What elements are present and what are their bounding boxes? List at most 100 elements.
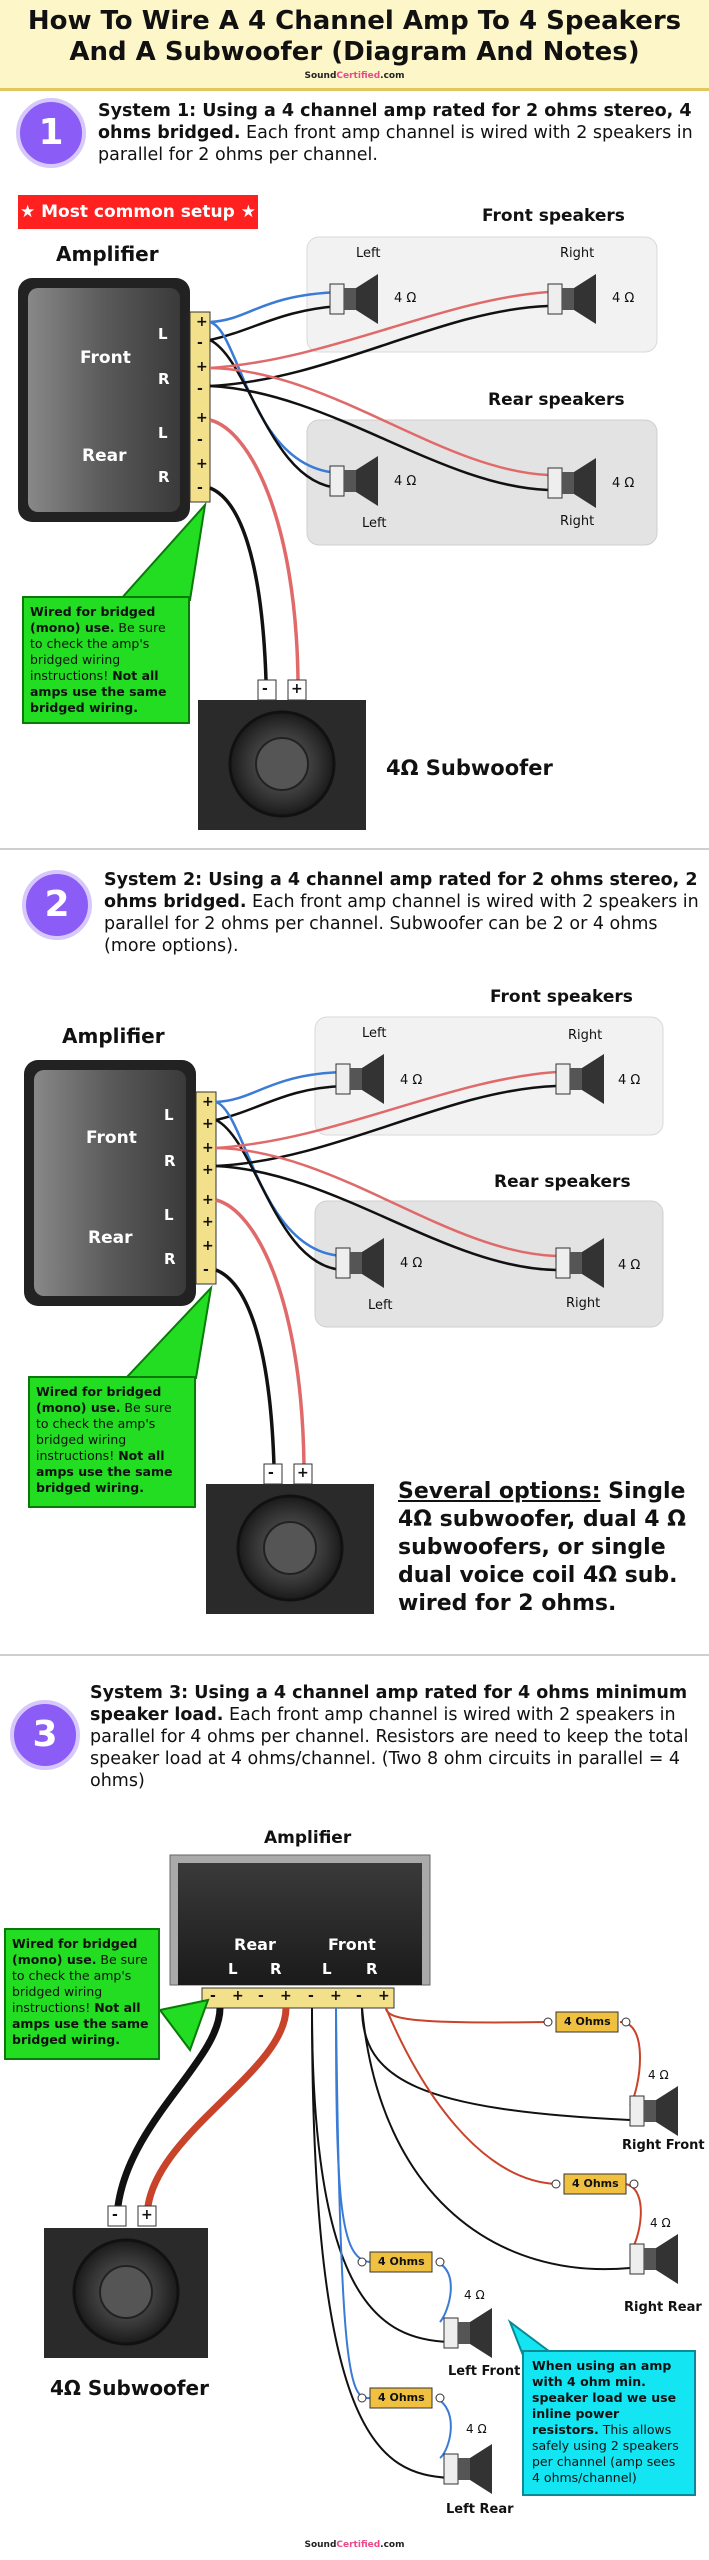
s3-resistor-lr-label: 4 Ohms xyxy=(378,2391,425,2404)
s1-term-3: + xyxy=(196,359,208,375)
s2-sub-minus: - xyxy=(268,1465,274,1481)
s2-term-6: + xyxy=(202,1214,214,1230)
s1-rear-left-label: Left xyxy=(362,516,387,531)
s1-front-left-label: Left xyxy=(356,246,381,261)
s1-sub-minus: - xyxy=(262,681,268,697)
s2-bridged-note: Wired for bridged (mono) use. Be sure to… xyxy=(28,1376,196,1508)
s3-resistor-rr-label: 4 Ohms xyxy=(572,2177,619,2190)
s3-term-5: - xyxy=(308,1988,314,2004)
s2-term-8: - xyxy=(203,1262,209,1278)
s3-term-7: - xyxy=(356,1988,362,2004)
s2-term-4: + xyxy=(202,1162,214,1178)
system-2-description: System 2: Using a 4 channel amp rated fo… xyxy=(104,870,699,956)
s3-ohm-lf: 4 Ω xyxy=(464,2288,485,2302)
s2-term-5: + xyxy=(202,1192,214,1208)
s3-term-1: - xyxy=(210,1988,216,2004)
s1-channel-l2: L xyxy=(158,424,168,442)
s2-term-3: + xyxy=(202,1140,214,1156)
s3-resistor-note: When using an amp with 4 ohm min. speake… xyxy=(522,2350,696,2496)
terminal-strip xyxy=(189,311,211,503)
s2-channel-l2: L xyxy=(164,1206,174,1224)
divider-1 xyxy=(0,848,709,850)
speaker-rear-right xyxy=(547,458,596,508)
s2-front-speakers-label: Front speakers xyxy=(490,987,633,1007)
s3-front-label: Front xyxy=(328,1935,376,1954)
s2-amplifier-label: Amplifier xyxy=(62,1024,165,1048)
s3-resistor-fr-label: 4 Ohms xyxy=(564,2015,611,2028)
resistor-left-front xyxy=(357,2251,445,2273)
s1-front-label: Front xyxy=(80,348,131,368)
s3-term-6: + xyxy=(330,1988,342,2004)
footer-brand: SoundCertified.com xyxy=(304,2540,405,2550)
s3-right-rear-label: Right Rear xyxy=(624,2300,702,2315)
s3-sub-plus: + xyxy=(141,2207,153,2223)
s1-term-5: + xyxy=(196,410,208,426)
s3-front-l: L xyxy=(322,1960,332,1978)
wire-left-front-plus xyxy=(209,290,341,324)
s2-ohm-fr: 4 Ω xyxy=(618,1073,641,1088)
s1-term-4: - xyxy=(197,381,203,397)
resistor-front-right xyxy=(543,2011,631,2033)
s2-ohm-rr: 4 Ω xyxy=(618,1258,641,1273)
s3-front-r: R xyxy=(366,1960,378,1978)
s3-rear-label: Rear xyxy=(234,1935,276,1954)
s1-rear-right-label: Right xyxy=(560,514,595,529)
s2-channel-r2: R xyxy=(164,1250,176,1268)
s3-ohm-lr: 4 Ω xyxy=(466,2422,487,2436)
system-3-number: 3 xyxy=(10,1700,80,1770)
rear-speakers-box xyxy=(306,419,658,546)
s1-channel-l1: L xyxy=(158,325,168,343)
system-1-diagram xyxy=(18,236,658,830)
s2-rear-speakers-label: Rear speakers xyxy=(494,1172,631,1192)
s3-speaker-left-rear xyxy=(443,2444,492,2494)
s3-term-8: + xyxy=(378,1988,390,2004)
s3-left-front-label: Left Front xyxy=(448,2364,521,2379)
s1-rear-label: Rear xyxy=(82,446,127,466)
s3-speaker-right-rear xyxy=(629,2234,678,2284)
s1-sub-plus: + xyxy=(291,681,303,697)
s3-right-front-label: Right Front xyxy=(622,2138,705,2153)
system-1-number: 1 xyxy=(16,98,86,168)
s1-ohm-rl: 4 Ω xyxy=(394,474,417,489)
speaker-front-left xyxy=(329,274,378,324)
s2-ohm-fl: 4 Ω xyxy=(400,1073,423,1088)
system-2-number: 2 xyxy=(22,870,92,940)
s1-term-6: - xyxy=(197,432,203,448)
resistor-rear-right xyxy=(551,2173,639,2195)
s3-rear-l: L xyxy=(228,1960,238,1978)
s1-term-1: + xyxy=(196,314,208,330)
s2-term-2: + xyxy=(202,1116,214,1132)
s1-term-2: - xyxy=(197,335,203,351)
s2-front-label: Front xyxy=(86,1128,137,1148)
speaker-rear-left xyxy=(329,456,378,506)
header: How To Wire A 4 Channel Amp To 4 Speaker… xyxy=(0,0,709,91)
system-3-description: System 3: Using a 4 channel amp rated fo… xyxy=(90,1683,689,1791)
s1-front-speakers-label: Front speakers xyxy=(482,206,625,226)
most-common-badge: ★ Most common setup ★ xyxy=(18,195,258,229)
s1-term-7: + xyxy=(196,456,208,472)
s2-channel-l1: L xyxy=(164,1106,174,1124)
s3-subwoofer-label: 4Ω Subwoofer xyxy=(50,2376,209,2400)
s3-term-3: - xyxy=(258,1988,264,2004)
s3-term-2: + xyxy=(232,1988,244,2004)
s1-amplifier-label: Amplifier xyxy=(56,242,159,266)
brand-logo: SoundCertified.com xyxy=(304,71,405,81)
s1-subwoofer-label: 4Ω Subwoofer xyxy=(386,756,553,780)
s2-term-7: + xyxy=(202,1238,214,1254)
s2-front-left-label: Left xyxy=(362,1026,387,1041)
s3-speaker-left-front xyxy=(443,2308,492,2358)
s2-rear-label: Rear xyxy=(88,1228,133,1248)
system-3-diagram xyxy=(44,1854,678,2494)
s1-ohm-fr: 4 Ω xyxy=(612,291,635,306)
s3-rear-r: R xyxy=(270,1960,282,1978)
s1-term-8: - xyxy=(197,480,203,496)
s2-term-1: + xyxy=(202,1094,214,1110)
s3-speaker-right-front xyxy=(629,2086,678,2136)
s3-ohm-rr: 4 Ω xyxy=(650,2216,671,2230)
s3-term-4: + xyxy=(280,1988,292,2004)
s2-sub-plus: + xyxy=(297,1465,309,1481)
page-title: How To Wire A 4 Channel Amp To 4 Speaker… xyxy=(27,6,682,67)
s2-ohm-rl: 4 Ω xyxy=(400,1256,423,1271)
s2-options-note: Several options: Single 4Ω subwoofer, du… xyxy=(398,1479,686,1616)
